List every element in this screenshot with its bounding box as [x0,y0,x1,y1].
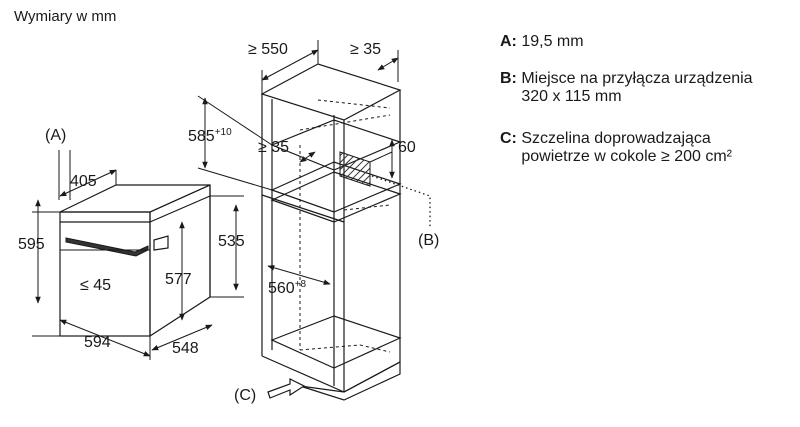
dim-label-548: 548 [172,340,199,357]
oven-front [59,211,151,337]
oven-handle [65,237,149,257]
legend-key-c: C: [500,130,517,147]
oven-side-panel [149,184,211,338]
dim-label-595: 595 [18,236,45,253]
dim-label-577: 577 [165,271,192,288]
dim-label-back-gap: ≥ 35 [350,41,381,58]
callout-a: (A) [45,127,66,144]
dim-tol-560: +8 [295,279,307,290]
airflow-arrow [267,378,306,399]
diagram-title: Wymiary w mm [14,8,117,25]
legend-key-b: B: [500,70,517,87]
dim-label-405: 405 [70,173,97,190]
dim-label-560: 560+8 [268,279,307,297]
dim-value-585: 585 [188,128,215,145]
dim-label-top-gap: ≥ 35 [258,139,289,156]
legend-item-c: C: Szczelina doprowadzająca powietrze w … [500,130,800,166]
legend-text-a: 19,5 mm [521,33,584,50]
legend-item-a: A: 19,5 mm [500,33,800,51]
dim-label-585: 585+10 [188,127,232,145]
legend-text-b: Miejsce na przyłącza urządzenia [521,70,753,87]
dim-value-560: 560 [268,280,295,297]
legend-text-c: Szczelina doprowadzająca [521,130,711,147]
callout-b: (B) [418,232,439,249]
callout-c: (C) [234,387,256,404]
legend-text-c-area: powietrze w cokole ≥ 200 cm² [521,148,732,165]
dim-tol-585: +10 [215,127,232,138]
dim-label-535: 535 [218,233,245,250]
connection-area-b [339,151,371,187]
dim-label-594: 594 [84,334,111,351]
cabinet-drawing [260,63,402,401]
legend-key-a: A: [500,33,517,50]
dim-label-550: ≥ 550 [248,41,288,58]
legend-item-b: B: Miejsce na przyłącza urządzenia 320 x… [500,70,800,106]
dim-label-panel-gap: ≤ 45 [80,277,111,294]
legend-text-b-size: 320 x 115 mm [521,88,622,105]
dim-label-60: 60 [398,139,416,156]
oven-drawing [59,184,211,338]
